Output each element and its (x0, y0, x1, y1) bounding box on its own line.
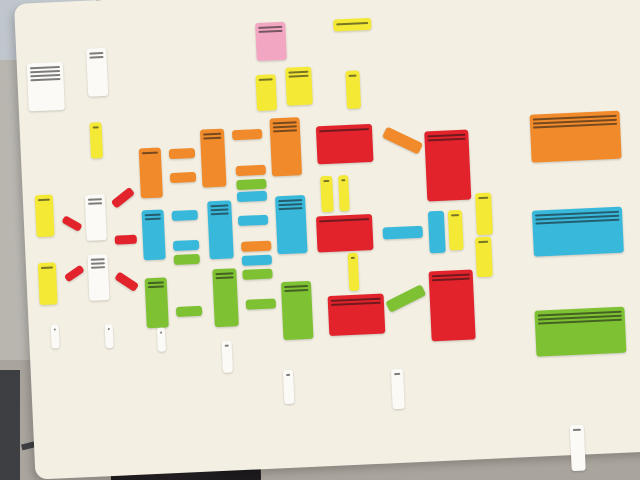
blue-card (531, 206, 624, 257)
red-card (315, 213, 374, 253)
yellow-card (345, 70, 362, 109)
chair-frame (0, 370, 20, 480)
red-connector (114, 234, 137, 245)
green-card (144, 277, 169, 329)
yellow-card (37, 262, 58, 306)
green-card (280, 280, 314, 341)
table (14, 0, 640, 480)
yellow-card (333, 17, 372, 32)
red-card (327, 293, 386, 337)
orange-connector (169, 171, 197, 184)
yellow-card (338, 175, 350, 212)
red-connector (114, 271, 140, 293)
orange-card (529, 110, 622, 163)
yellow-card (285, 66, 313, 106)
green-connector (175, 305, 203, 317)
red-connector (110, 186, 136, 209)
orange-card (138, 147, 163, 199)
orange-connector (381, 126, 424, 155)
green-connector (236, 178, 267, 191)
blue-connector (172, 239, 200, 252)
white-label (50, 324, 60, 349)
orange-connector (168, 147, 196, 160)
green-card (212, 268, 239, 328)
green-card (534, 306, 627, 357)
blue-connector (241, 254, 273, 266)
white-card (87, 254, 110, 301)
yellow-card (255, 74, 278, 112)
white-card (86, 47, 109, 97)
white-label (569, 424, 586, 472)
yellow-card (475, 236, 493, 278)
white-label (104, 323, 114, 349)
yellow-card (475, 192, 493, 236)
red-card (428, 269, 476, 342)
yellow-card (320, 175, 334, 213)
blue-card (274, 194, 308, 255)
green-connector (173, 253, 200, 266)
yellow-card (34, 194, 55, 238)
orange-connector (235, 164, 267, 177)
red-connector (63, 264, 85, 283)
yellow-card (89, 122, 104, 159)
white-card (84, 194, 107, 241)
white-label (282, 369, 295, 405)
orange-card (269, 117, 303, 177)
pink-note (255, 21, 287, 62)
yellow-card (347, 252, 360, 292)
blue-card (207, 200, 234, 260)
blue-card (141, 209, 166, 261)
white-label (221, 340, 233, 373)
blue-connector (171, 209, 198, 222)
green-connector (242, 268, 273, 280)
red-card (315, 123, 374, 165)
blue-connector (236, 190, 268, 203)
blue-card (427, 210, 446, 254)
red-card (424, 129, 472, 202)
green-connector (245, 298, 277, 310)
white-label (390, 368, 405, 410)
blue-connector (382, 225, 424, 240)
white-card (26, 61, 65, 112)
orange-connector (241, 240, 272, 252)
white-label (156, 327, 166, 352)
blue-connector (237, 214, 269, 227)
orange-connector (231, 128, 263, 141)
yellow-card (447, 209, 464, 251)
green-connector (385, 284, 427, 313)
red-connector (61, 215, 83, 232)
orange-card (199, 128, 227, 188)
